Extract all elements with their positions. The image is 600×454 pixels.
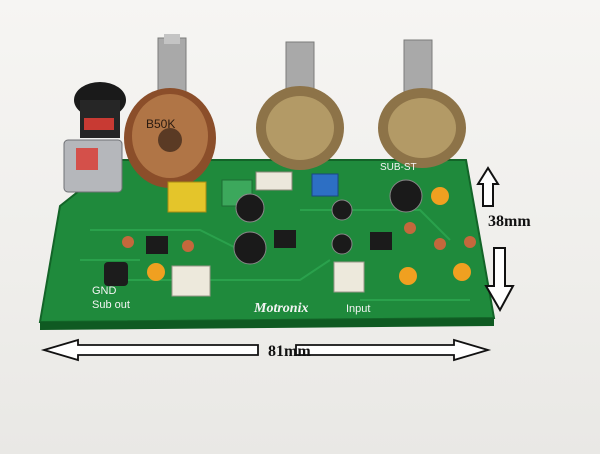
height-arrow-down — [484, 247, 515, 313]
input-connector — [333, 261, 365, 293]
width-dimension-label: 81mm — [268, 343, 311, 360]
silk-input: Input — [346, 303, 370, 315]
blue-capacitor — [311, 173, 339, 197]
height-dimension-label: 38mm — [488, 213, 531, 230]
pot-value-label: B50K — [146, 117, 175, 131]
silk-gnd: GND — [92, 285, 117, 297]
potentiometer-2 — [256, 41, 344, 170]
ic-chip-1 — [146, 236, 168, 254]
power-switch — [63, 82, 126, 193]
ic-chip-2 — [274, 230, 296, 248]
potentiometer-3 — [378, 39, 466, 168]
ceramic-capacitors — [147, 187, 471, 285]
yellow-capacitor — [167, 181, 207, 213]
white-resistor — [255, 171, 293, 191]
brand-label: Motronix — [253, 301, 308, 316]
potentiometer-1: B50K — [124, 34, 216, 188]
height-arrow-up — [476, 166, 500, 207]
small-ceramic-caps — [122, 222, 476, 252]
electrolytic-cap-5 — [389, 179, 423, 213]
transistor — [104, 262, 128, 286]
electrolytic-cap-2 — [233, 231, 267, 265]
electrolytic-cap-4 — [331, 233, 353, 255]
electrolytic-cap-1 — [235, 193, 265, 223]
ic-chip-3 — [370, 232, 392, 250]
pcb-edge — [40, 318, 494, 330]
silk-sub-out: Sub out — [92, 299, 130, 311]
silk-sub-st: SUB-ST — [380, 162, 417, 173]
width-arrow-left — [40, 338, 259, 362]
electrolytic-cap-3 — [331, 199, 353, 221]
sub-out-connector — [171, 265, 211, 297]
width-arrow-right — [295, 338, 492, 362]
